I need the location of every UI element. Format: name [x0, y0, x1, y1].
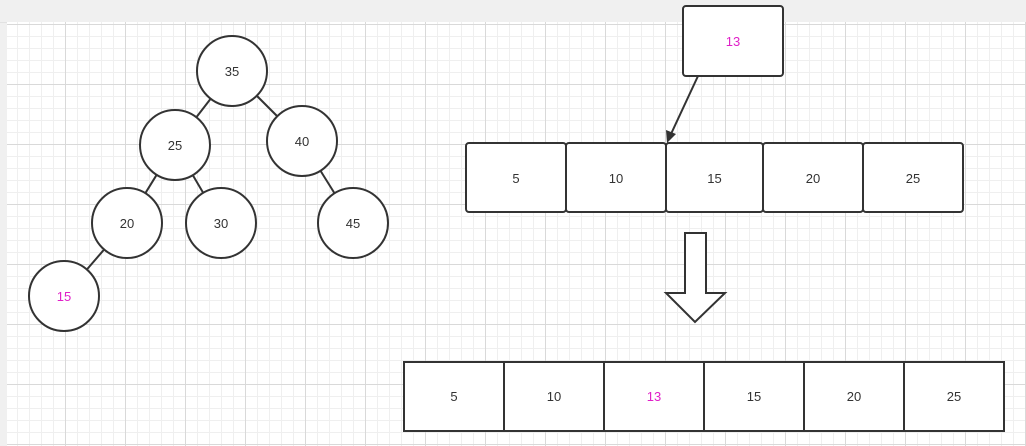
tree-node-circle — [91, 187, 163, 259]
tree-node-label: 15 — [57, 289, 71, 304]
tree-edge-20-15 — [86, 248, 105, 271]
tree-edge-40-45 — [319, 170, 336, 194]
tree-node-circle — [317, 187, 389, 259]
array-after-cell-10: 10 — [503, 361, 605, 432]
array-after-cell-15: 15 — [703, 361, 805, 432]
array-after-cell-label: 25 — [947, 389, 961, 404]
tree-node-circle — [139, 109, 211, 181]
array-after-cell-13: 13 — [603, 361, 705, 432]
array-before-cell-label: 5 — [512, 171, 519, 186]
array-before-cell-label: 20 — [806, 171, 820, 186]
array-after-cell-20: 20 — [803, 361, 905, 432]
tree-node-label: 20 — [120, 216, 134, 231]
array-before-cell-25: 25 — [862, 142, 964, 213]
array-before-cell-10: 10 — [565, 142, 667, 213]
insert-arrow-head — [666, 130, 676, 143]
array-after-cell-5: 5 — [403, 361, 505, 432]
tree-nodes: 35 25 40 20 30 45 15 — [28, 35, 389, 332]
tree-node-label: 45 — [346, 216, 360, 231]
tree-node-40: 40 — [266, 105, 338, 177]
tree-node-25: 25 — [139, 109, 211, 181]
tree-edge-25-30 — [191, 174, 205, 194]
tree-node-15: 15 — [28, 260, 100, 332]
array-before-cell-label: 10 — [609, 171, 623, 186]
array-before-cell-5: 5 — [465, 142, 567, 213]
array-after-cell-label: 13 — [647, 389, 661, 404]
down-arrow-icon — [663, 232, 728, 324]
array-after-cell-label: 15 — [747, 389, 761, 404]
tree-node-label: 40 — [295, 134, 309, 149]
tree-node-circle — [266, 105, 338, 177]
tree-edges — [86, 95, 336, 271]
array-after-cell-25: 25 — [903, 361, 1005, 432]
tree-edge-35-40 — [256, 95, 278, 117]
insert-value-box: 13 — [682, 5, 784, 77]
tree-node-label: 35 — [225, 64, 239, 79]
array-after: 5 10 13 15 20 25 — [403, 361, 1005, 432]
array-before-cell-20: 20 — [762, 142, 864, 213]
tree-node-label: 25 — [168, 138, 182, 153]
insert-arrow-line — [670, 75, 699, 135]
array-after-cell-label: 5 — [450, 389, 457, 404]
array-after-cell-label: 20 — [847, 389, 861, 404]
array-before-cell-15: 15 — [665, 142, 764, 213]
tree-edge-35-25 — [195, 98, 212, 118]
insert-value-label: 13 — [726, 34, 740, 49]
tree-node-circle — [185, 187, 257, 259]
diagram-canvas — [7, 22, 1026, 446]
tree-node-20: 20 — [91, 187, 163, 259]
tree-node-30: 30 — [185, 187, 257, 259]
array-before: 5 10 15 20 25 — [465, 142, 964, 213]
tree-node-label: 30 — [214, 216, 228, 231]
tree-node-45: 45 — [317, 187, 389, 259]
array-after-cell-label: 10 — [547, 389, 561, 404]
tree-node-35: 35 — [196, 35, 268, 107]
tree-node-circle — [28, 260, 100, 332]
tree-edge-25-20 — [144, 174, 158, 194]
array-before-cell-label: 15 — [707, 171, 721, 186]
array-before-cell-label: 25 — [906, 171, 920, 186]
tree-node-circle — [196, 35, 268, 107]
